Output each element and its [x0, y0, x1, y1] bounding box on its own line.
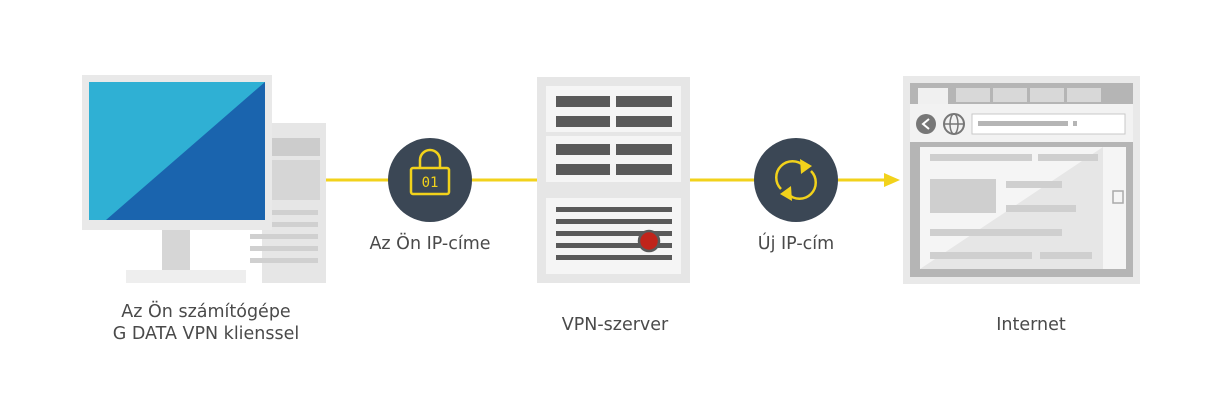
link-label-own-ip: Az Ön IP-címe	[369, 234, 491, 254]
server-icon	[537, 77, 690, 283]
pc-tower-icon	[250, 123, 326, 283]
lock-icon: 01	[388, 138, 472, 222]
computer-label: Az Ön számítógépe G DATA VPN klienssel	[106, 301, 306, 345]
computer-label-line1: Az Ön számítógépe	[121, 302, 291, 322]
internet-label: Internet	[996, 315, 1066, 335]
browser-icon	[903, 76, 1140, 284]
server-led	[637, 229, 661, 253]
connector-arrowhead	[884, 173, 900, 187]
lock-icon-text: 01	[422, 175, 439, 191]
link-label-new-ip: Új IP-cím	[757, 234, 835, 254]
refresh-icon	[754, 138, 838, 222]
computer-label-line2: G DATA VPN klienssel	[112, 324, 300, 344]
server-label: VPN-szerver	[561, 315, 669, 335]
monitor-icon	[82, 75, 272, 283]
